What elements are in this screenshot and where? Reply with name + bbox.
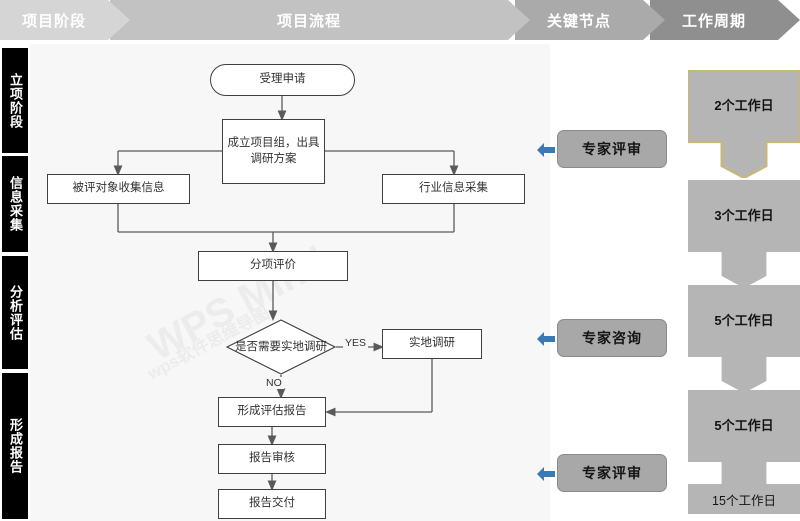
flow-node-industry-info-collection[interactable]: 行业信息采集 [382,174,525,204]
flow-node-accept-application[interactable]: 受理申请 [210,64,355,96]
key-node-arrow-icon-2 [537,332,555,346]
flow-node-label: 被评对象收集信息 [72,182,165,195]
flow-node-report-review[interactable]: 报告审核 [218,444,326,474]
banner-segment-project-flow[interactable]: 项目流程 [110,0,530,40]
banner-segment-work-cycle[interactable]: 工作周期 [650,0,800,40]
flow-node-sub-item-evaluation[interactable]: 分项评价 [198,251,348,281]
header-banner: 项目阶段 项目流程 关键节点 工作周期 [0,0,800,40]
flow-node-label: 形成评估报告 [237,405,307,418]
flow-node-report-delivery[interactable]: 报告交付 [218,489,326,519]
banner-segment-label: 项目流程 [276,12,341,30]
down-arrow-shape-icon [688,285,800,393]
key-node-label: 专家评审 [582,141,642,157]
banner-segment-label: 项目阶段 [21,12,86,30]
work-cycle-arrow-2[interactable]: 3个工作日 [688,180,800,288]
flow-node-label: 报告交付 [249,497,295,510]
diamond-shape-icon [226,319,336,375]
sidebar-item-label: 形成报告 [8,418,24,474]
down-arrow-shape-icon [688,70,800,178]
work-cycle-label: 2个工作日 [714,97,774,113]
key-node-label: 专家咨询 [582,330,642,346]
flow-node-label: 报告审核 [249,452,295,465]
flow-node-label: 实地调研 [409,337,455,350]
key-node-arrow-icon-1 [537,143,555,157]
work-cycle-total-label: 15个工作日 [712,493,776,508]
sidebar-item-label: 信息采集 [8,176,24,232]
key-node-arrow-icon-3 [537,467,555,481]
work-cycle-total: 15个工作日 [688,484,800,514]
flow-decision-need-field-survey[interactable]: 是否需要实地调研 [226,319,336,375]
banner-segment-label: 工作周期 [681,12,746,30]
flow-node-collect-subject-info[interactable]: 被评对象收集信息 [47,174,190,204]
key-node-expert-consultation[interactable]: 专家咨询 [557,319,667,357]
key-node-expert-review-2[interactable]: 专家评审 [557,454,667,492]
sidebar-item-label: 分析评估 [8,284,24,341]
flow-decision-label: 是否需要实地调研 [235,340,327,353]
sidebar-item-label: 立项阶段 [8,72,24,129]
flow-node-field-survey[interactable]: 实地调研 [382,329,482,359]
banner-segment-key-nodes[interactable]: 关键节点 [515,0,665,40]
key-node-label: 专家评审 [582,465,642,481]
sidebar-item-stage-4[interactable]: 形成报告 [2,373,28,519]
banner-segment-label: 关键节点 [546,12,611,30]
flow-node-label: 行业信息采集 [419,182,488,195]
work-cycle-label: 5个工作日 [714,417,774,433]
down-arrow-shape-icon [688,180,800,288]
key-node-expert-review-1[interactable]: 专家评审 [557,130,667,168]
work-cycle-label: 5个工作日 [714,312,774,328]
down-arrow-shape-icon [688,390,800,498]
flow-node-label: 受理申请 [259,73,306,86]
work-cycle-arrow-4[interactable]: 5个工作日 [688,390,800,498]
sidebar-item-stage-2[interactable]: 信息采集 [2,156,28,252]
flow-node-label: 成立项目组，出具调研方案 [227,136,320,165]
work-cycle-arrow-3[interactable]: 5个工作日 [688,285,800,393]
flowchart-canvas: WPS Mind wps软件思维导图 [30,44,550,521]
flow-node-form-project-team[interactable]: 成立项目组，出具调研方案 [222,119,325,184]
work-cycle-label: 3个工作日 [714,207,774,223]
edge-label-yes: YES [343,337,369,349]
sidebar-item-stage-1[interactable]: 立项阶段 [2,48,28,153]
edge-label-no: NO [264,377,284,389]
work-cycle-arrow-1[interactable]: 2个工作日 [688,70,800,178]
banner-segment-project-stage[interactable]: 项目阶段 [0,0,130,40]
flow-node-form-evaluation-report[interactable]: 形成评估报告 [218,397,326,427]
sidebar-item-stage-3[interactable]: 分析评估 [2,256,28,369]
flow-node-label: 分项评价 [250,259,296,272]
